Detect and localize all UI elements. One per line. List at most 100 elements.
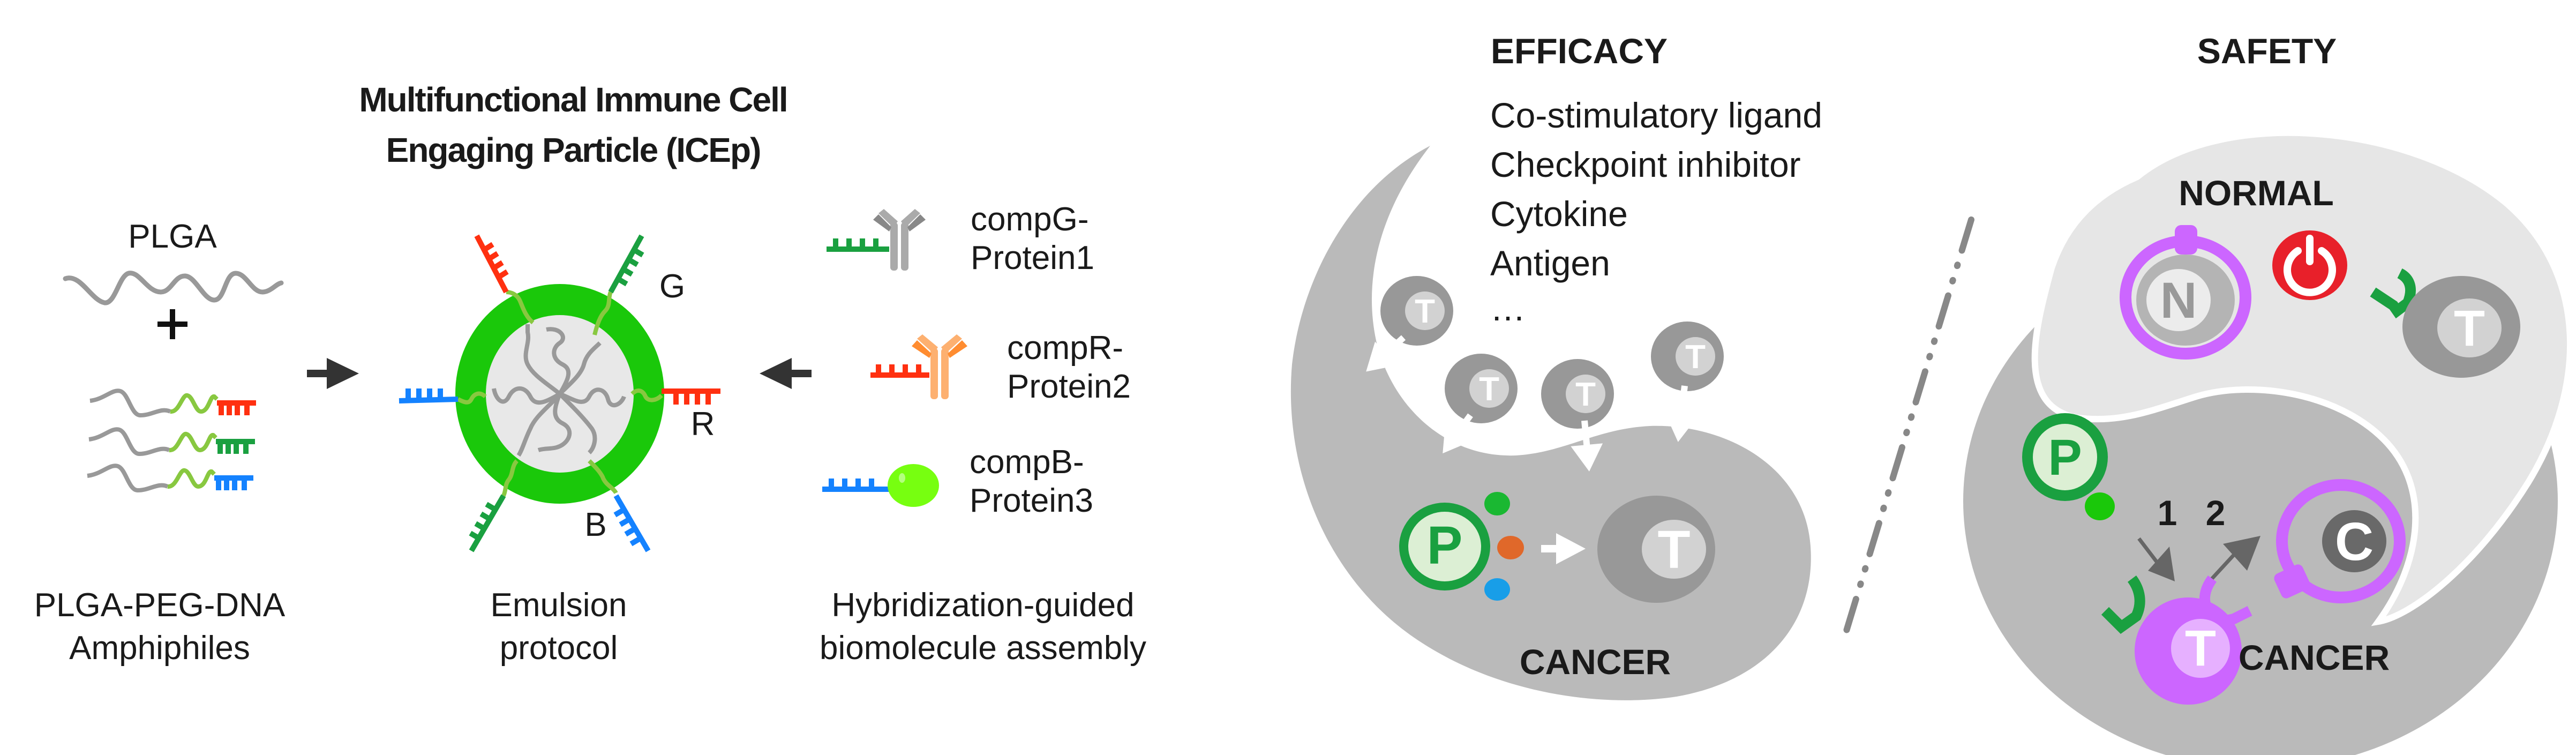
normal-cell: N (2120, 225, 2251, 360)
title-line-2: Engaging Particle (ICEp) (386, 131, 761, 169)
amphiphile-green (88, 427, 255, 457)
panel-divider (1839, 216, 1974, 646)
normal-t-cell: T (2370, 268, 2520, 378)
component-r-line-2: Protein2 (1007, 368, 1131, 405)
dna-strand-icon (822, 479, 889, 492)
component-g-line-2: Protein1 (971, 240, 1094, 276)
antibody-green-icon (2370, 268, 2416, 319)
dna-handle-green-bottom (469, 494, 506, 552)
step-arrows: 1 2 (2137, 493, 2260, 586)
component-r: compR- Protein2 (870, 330, 1131, 405)
migrating-t-cells: T T T T (1366, 276, 1724, 472)
cargo-item: Antigen (1490, 243, 1610, 283)
safety-heading: SAFETY (2197, 31, 2337, 71)
arrowhead-icon (1571, 443, 1603, 472)
step-label-2: 2 (2206, 493, 2226, 533)
step-2-arrow-icon (2205, 536, 2260, 586)
component-b-line-2: Protein3 (970, 482, 1093, 519)
plga-strand-icon (63, 271, 284, 305)
efficacy-heading: EFFICACY (1491, 31, 1668, 71)
amphiphiles-column: PLGA (34, 218, 286, 667)
safety-cancer-label: CANCER (2239, 638, 2390, 677)
engaged-t-cell: T (2101, 575, 2252, 705)
dna-strand-icon (217, 400, 256, 415)
amphiphiles-caption-line-1: PLGA-PEG-DNA (34, 587, 286, 624)
cargo-dot-blue (1484, 578, 1510, 601)
cancer-cell-letter: C (2335, 512, 2374, 572)
component-g: compG- Protein1 (827, 201, 1094, 276)
antibody-gray-icon (873, 209, 926, 271)
efficacy-panel: EFFICACY Co-stimulatory ligand Checkpoin… (1290, 31, 1822, 700)
antigen-knob (2274, 564, 2310, 599)
migrating-t-cell: T (1443, 354, 1518, 454)
t-cell-letter: T (2454, 300, 2485, 357)
step-1-arrow-icon (2137, 537, 2175, 581)
t-cell-letter: T (2185, 620, 2216, 677)
arrow-right-icon (307, 358, 359, 389)
arrow-left-icon (760, 358, 812, 389)
components-column: compG- Protein1 compR- Protein2 (820, 201, 1146, 667)
emulsion-caption-line-1: Emulsion (491, 587, 627, 624)
t-cell-letter: T (1657, 520, 1690, 580)
migrating-t-cell: T (1541, 359, 1614, 472)
emulsion-caption-line-2: protocol (500, 630, 618, 667)
cancer-cell: C (2274, 479, 2406, 603)
dna-strand-icon (827, 238, 889, 252)
arrowhead-icon (1443, 422, 1471, 454)
arrowhead-icon (1366, 341, 1397, 372)
component-b: compB- Protein3 (822, 444, 1093, 519)
t-cell-letter: T (1479, 371, 1499, 408)
activated-t-cell: T (1597, 496, 1715, 603)
title-line-1: Multifunctional Immune Cell (359, 80, 787, 119)
t-cell-letter: T (1575, 376, 1596, 413)
icep-particle: G R B Emulsion protocol (399, 234, 720, 667)
cargo-item: Co-stimulatory ligand (1490, 95, 1822, 135)
normal-label: NORMAL (2179, 173, 2334, 213)
efficacy-particle: P (1399, 492, 1524, 601)
particle-label-r: R (691, 406, 715, 443)
particle-letter: P (2048, 429, 2082, 486)
assembly-caption-line-1: Hybridization-guided (831, 587, 1134, 624)
particle-label-g: G (659, 268, 685, 305)
safety-panel: SAFETY NORMAL N T (1963, 31, 2573, 755)
dna-handle-red-right (662, 388, 720, 405)
normal-cell-letter: N (2160, 272, 2197, 329)
normal-tissue-region (2031, 129, 2573, 626)
component-b-line-1: compB- (970, 444, 1084, 481)
particle-letter: P (1427, 515, 1463, 575)
arrowhead-icon (1665, 413, 1698, 442)
migrating-t-cell: T (1366, 276, 1453, 372)
component-g-line-1: compG- (971, 201, 1088, 238)
amphiphile-red (89, 388, 256, 418)
plus-icon (157, 309, 187, 339)
plga-label: PLGA (128, 218, 217, 255)
cargo-item: Checkpoint inhibitor (1490, 145, 1801, 184)
efficacy-cancer-label: CANCER (1520, 642, 1671, 682)
dna-strand-icon (214, 475, 253, 490)
cargo-dot-green (1484, 492, 1510, 515)
cargo-dot-orange (1497, 536, 1524, 559)
particle-label-b: B (584, 506, 606, 543)
cargo-item: Cytokine (1490, 194, 1628, 234)
dna-handle-red-top (474, 234, 509, 294)
migrating-t-cell: T (1651, 322, 1724, 442)
dna-strand-icon (870, 364, 929, 378)
dna-strand-icon (216, 439, 255, 454)
t-cell-letter: T (1685, 339, 1706, 376)
assembly-caption-line-2: biomolecule assembly (820, 630, 1146, 667)
cargo-item: … (1490, 288, 1526, 328)
dna-handle-blue-left (399, 388, 459, 403)
safety-particle: P (2022, 413, 2115, 520)
cargo-list: Co-stimulatory ligand Checkpoint inhibit… (1490, 95, 1822, 328)
antibody-green-icon (2101, 575, 2145, 634)
plga-core-strands-icon (492, 324, 626, 457)
amphiphile-blue (87, 464, 253, 493)
t-cell-letter: T (1415, 293, 1435, 330)
dna-handle-blue-bottom (613, 494, 651, 552)
receptor-knob (2175, 225, 2197, 255)
amphiphiles-caption-line-2: Amphiphiles (69, 630, 250, 667)
antibody-orange-icon (912, 334, 967, 399)
cargo-dot-green (2085, 492, 2115, 520)
globular-protein-icon (888, 464, 939, 507)
